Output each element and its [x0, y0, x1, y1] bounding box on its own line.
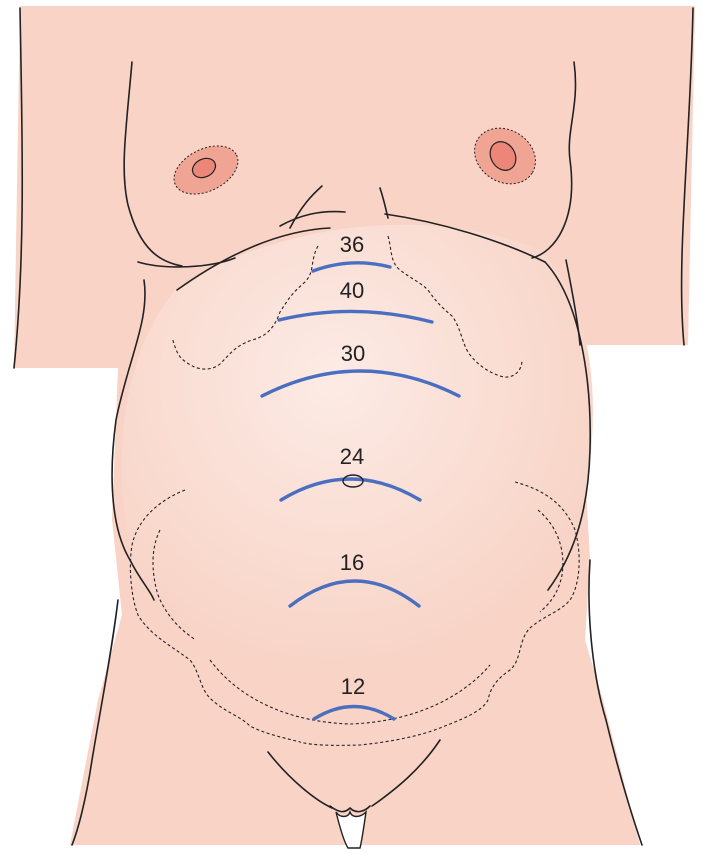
thigh-gap	[335, 809, 367, 849]
right-body-contour	[680, 7, 694, 346]
fundal-line-24	[279, 477, 422, 502]
right-breast	[474, 127, 536, 185]
sternum-left	[289, 185, 323, 229]
left-groin-line	[267, 751, 333, 809]
fundal-height-24: 24	[279, 444, 422, 502]
fundal-label-12: 12	[341, 674, 365, 699]
fundal-line-40	[277, 309, 434, 324]
right-flank-line	[565, 259, 581, 346]
left-rib-line	[279, 210, 346, 227]
fundal-line-16	[288, 579, 421, 608]
fundal-height-12: 12	[312, 674, 396, 721]
fundal-label-30: 30	[341, 341, 365, 366]
left-body-contour	[13, 7, 24, 369]
pelvis-dashed-right-inner	[537, 509, 564, 613]
right-groin-line	[371, 739, 441, 807]
fundal-height-40: 40	[277, 278, 434, 324]
pelvic-inlet-dashed	[209, 659, 491, 725]
right-hip-contour	[588, 559, 643, 846]
fundal-line-30	[260, 369, 461, 398]
pubic-mound	[329, 805, 371, 813]
pelvis-dashed-left	[129, 489, 301, 743]
right-rib-line	[384, 213, 546, 263]
right-nipple	[489, 141, 517, 171]
fundal-height-30: 30	[260, 341, 461, 398]
left-breast-fold	[137, 257, 236, 268]
belly-outline-right	[544, 261, 592, 591]
fundal-label-16: 16	[340, 550, 364, 575]
rib-cage-dashed-right	[387, 235, 523, 378]
left-hip-contour	[71, 599, 119, 846]
left-flank-line	[111, 279, 155, 601]
rib-cage-dashed-left	[171, 245, 319, 370]
pelvis-dashed-left-inner	[152, 529, 197, 641]
umbilicus	[342, 474, 364, 488]
pelvis-dashed-right	[299, 481, 580, 746]
fundal-height-16: 16	[288, 550, 421, 608]
belly-outline-top	[176, 227, 331, 291]
fundal-label-36: 36	[340, 232, 364, 257]
fundal-label-24: 24	[340, 444, 364, 469]
left-nipple	[191, 157, 217, 179]
fundal-line-36	[311, 261, 392, 273]
fundal-height-36: 36	[311, 232, 392, 273]
fundal-label-40: 40	[340, 278, 364, 303]
left-underarm-line	[123, 61, 183, 267]
left-breast	[173, 145, 239, 195]
sternum-right	[379, 187, 389, 219]
right-underarm-line	[531, 61, 577, 259]
fundal-line-12	[312, 704, 396, 721]
